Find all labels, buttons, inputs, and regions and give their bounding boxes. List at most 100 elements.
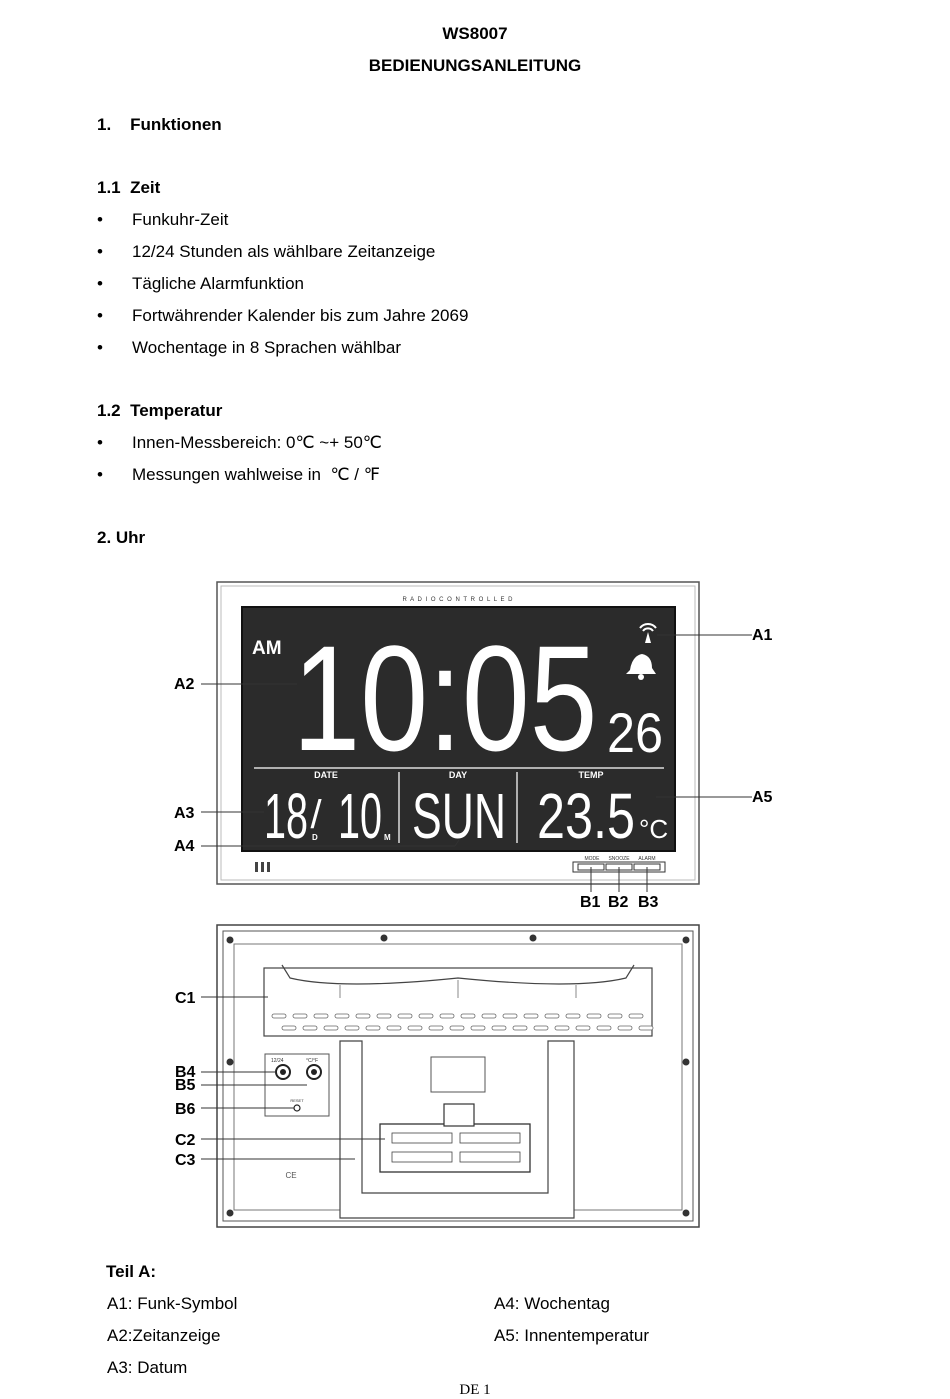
vent-slot bbox=[439, 1013, 455, 1019]
hanger-rail bbox=[281, 964, 635, 985]
legend-title: Teil A: bbox=[106, 1262, 157, 1281]
vent-slot bbox=[638, 1025, 654, 1031]
vent-slot bbox=[481, 1013, 497, 1019]
vent-slot bbox=[617, 1025, 633, 1031]
section-2-heading: 2. Uhr bbox=[97, 528, 146, 547]
batteries bbox=[391, 1132, 521, 1163]
mode-button-label: MODE bbox=[585, 856, 601, 862]
vent-slot bbox=[355, 1013, 371, 1019]
callout-c3: C3 bbox=[175, 1152, 196, 1169]
front-callout-lines bbox=[201, 634, 752, 892]
weekday-display: SUN bbox=[412, 780, 506, 852]
temp-label: TEMP bbox=[578, 770, 603, 780]
vent-slot bbox=[586, 1013, 602, 1019]
callout-c1: C1 bbox=[175, 990, 196, 1007]
callout-a1: A1 bbox=[752, 627, 773, 644]
speaker-grille bbox=[255, 862, 270, 872]
callout-b3: B3 bbox=[638, 894, 659, 911]
section-1-heading: 1. Funktionen bbox=[97, 115, 222, 134]
vent-slot bbox=[334, 1013, 350, 1019]
temperature-display: 23.5 bbox=[537, 780, 635, 852]
vent-slot bbox=[512, 1025, 528, 1031]
vent-slot bbox=[344, 1025, 360, 1031]
vent-slot bbox=[460, 1013, 476, 1019]
battery-latch bbox=[443, 1103, 475, 1127]
bullet: • bbox=[97, 242, 103, 261]
lcd-display bbox=[241, 606, 676, 852]
bullet: • bbox=[97, 433, 103, 452]
reset-button[interactable] bbox=[293, 1104, 301, 1112]
label-plate bbox=[430, 1056, 486, 1093]
vent-slot bbox=[397, 1013, 413, 1019]
bullet: • bbox=[97, 210, 103, 229]
battery-compartment bbox=[379, 1123, 531, 1173]
bullet: • bbox=[97, 306, 103, 325]
callout-a3: A3 bbox=[174, 805, 195, 822]
date-slash: / bbox=[310, 793, 322, 837]
snooze-button-label: SNOOZE bbox=[608, 856, 630, 862]
vent-slot bbox=[628, 1013, 644, 1019]
vent-slot bbox=[533, 1025, 549, 1031]
callout-c2: C2 bbox=[175, 1132, 196, 1149]
vent-slot bbox=[418, 1013, 434, 1019]
vent-slot bbox=[292, 1013, 308, 1019]
vent-slot bbox=[554, 1025, 570, 1031]
ce-mark: CE bbox=[285, 1171, 296, 1180]
vent-slot bbox=[313, 1013, 329, 1019]
vent-slot bbox=[470, 1025, 486, 1031]
vent-slot bbox=[281, 1025, 297, 1031]
document-model: WS8007 bbox=[442, 24, 508, 43]
seconds-display: 26 bbox=[607, 701, 663, 764]
switch-12-24-label: 12/24 bbox=[271, 1058, 284, 1064]
bullet: • bbox=[97, 465, 103, 484]
temperature-unit: °C bbox=[639, 814, 668, 844]
reset-label: RESET bbox=[290, 1098, 304, 1103]
callout-b5: B5 bbox=[175, 1077, 196, 1094]
vent-slot bbox=[502, 1013, 518, 1019]
vent-slot bbox=[544, 1013, 560, 1019]
date-d-indicator: D bbox=[312, 833, 318, 842]
bullet: • bbox=[97, 338, 103, 357]
callout-b2: B2 bbox=[608, 894, 629, 911]
wall-hanger-slot bbox=[263, 967, 653, 1037]
date-month-digits: 10 bbox=[338, 780, 382, 852]
alarm-button-label: ALARM bbox=[638, 856, 655, 862]
section-1-2-heading: 1.2 Temperatur bbox=[97, 401, 223, 420]
legend-item: A1: Funk-Symbol bbox=[107, 1294, 238, 1313]
radio-controlled-label: R A D I O C O N T R O L L E D bbox=[402, 597, 513, 603]
vent-slot bbox=[523, 1013, 539, 1019]
vent-slot bbox=[365, 1025, 381, 1031]
screw-holes bbox=[226, 934, 690, 1217]
vent-slots bbox=[271, 1013, 654, 1031]
radio-signal-icon bbox=[639, 623, 657, 643]
callout-a2: A2 bbox=[174, 676, 195, 693]
clock-back-inner-frame bbox=[222, 930, 694, 1222]
vent-slot bbox=[302, 1025, 318, 1031]
vent-slot bbox=[386, 1025, 402, 1031]
legend-item: A4: Wochentag bbox=[494, 1294, 610, 1313]
vent-slot bbox=[323, 1025, 339, 1031]
legend-item: A2:Zeitanzeige bbox=[107, 1326, 221, 1345]
callout-b6: B6 bbox=[175, 1101, 196, 1118]
vent-slot bbox=[428, 1025, 444, 1031]
vent-slot bbox=[575, 1025, 591, 1031]
date-m-indicator: M bbox=[384, 833, 391, 842]
callout-a5: A5 bbox=[752, 789, 773, 806]
section-1-1-heading: 1.1 Zeit bbox=[97, 178, 161, 197]
vent-slot bbox=[491, 1025, 507, 1031]
clock-front-inner-edge bbox=[220, 585, 696, 881]
document-subtitle: BEDIENUNGSANLEITUNG bbox=[368, 56, 582, 75]
vent-slot bbox=[271, 1013, 287, 1019]
vent-slot bbox=[607, 1013, 623, 1019]
date-label: DATE bbox=[314, 770, 338, 780]
vent-slot bbox=[376, 1013, 392, 1019]
back-callout-lines bbox=[201, 996, 385, 1160]
legend-item: A3: Datum bbox=[107, 1358, 188, 1377]
callout-a4: A4 bbox=[174, 838, 195, 855]
callout-b4: B4 bbox=[175, 1064, 196, 1081]
ampm-indicator: AM bbox=[252, 638, 282, 659]
legend-item: A5: Innentemperatur bbox=[494, 1326, 649, 1345]
vent-slot bbox=[449, 1025, 465, 1031]
alarm-bell-icon bbox=[626, 654, 656, 680]
vent-slot bbox=[407, 1025, 423, 1031]
